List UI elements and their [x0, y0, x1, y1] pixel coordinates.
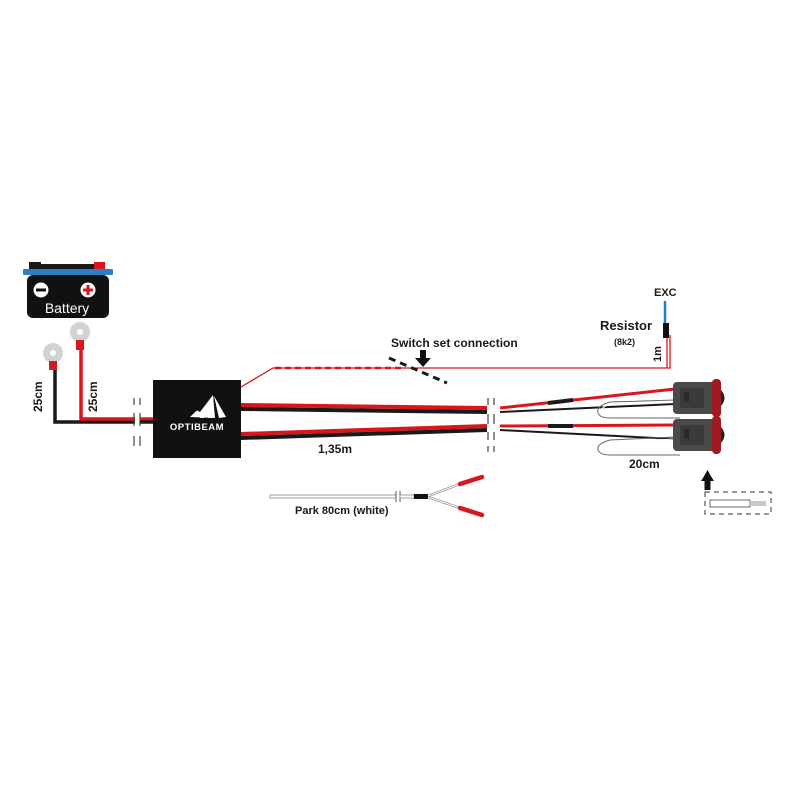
main-cable-length: 1,35m	[318, 442, 352, 456]
resistor	[663, 323, 669, 338]
optibeam-logo-icon	[190, 395, 226, 418]
cable-break-right	[487, 398, 495, 452]
park-wire	[269, 474, 485, 518]
battery-top-bar	[23, 269, 113, 275]
relay-box: OPTIBEAM	[153, 380, 241, 458]
negative-lead-length: 25cm	[31, 381, 45, 412]
switch-wire	[240, 335, 671, 388]
park-terminal	[457, 505, 485, 518]
bulb-icon	[709, 499, 751, 508]
switch-cut-mark	[388, 356, 448, 385]
cable-break-left	[133, 398, 141, 446]
minus-icon	[33, 282, 49, 298]
battery-label: Battery	[45, 300, 89, 316]
connector-upper	[673, 379, 725, 417]
bulb-outline	[704, 491, 772, 515]
park-terminal	[457, 474, 485, 487]
relay-brand: OPTIBEAM	[170, 422, 224, 433]
main-cable-upper	[240, 403, 488, 414]
down-arrow-icon	[415, 350, 431, 367]
battery: Battery	[23, 262, 113, 318]
connector-lower	[673, 416, 725, 454]
battery-positive-terminal	[94, 262, 105, 269]
park-label: Park 80cm (white)	[295, 505, 389, 517]
switch-label: Switch set connection	[391, 336, 518, 350]
up-arrow-icon	[701, 470, 714, 490]
lamp-lead-lower	[499, 423, 680, 456]
positive-lead-length: 25cm	[86, 381, 100, 412]
resistor-label: Resistor	[600, 318, 652, 333]
lamp-lead-length: 20cm	[629, 457, 660, 471]
lamp-lead-upper	[499, 387, 680, 419]
negative-lead	[43, 343, 135, 424]
main-cable-lower	[240, 424, 488, 440]
resistor-lead-length: 1m	[652, 346, 664, 362]
positive-lead	[70, 322, 135, 421]
resistor-value: (8k2)	[614, 337, 635, 347]
battery-negative-terminal	[29, 262, 41, 269]
exc-label: EXC	[654, 287, 677, 299]
plus-icon	[80, 282, 96, 298]
